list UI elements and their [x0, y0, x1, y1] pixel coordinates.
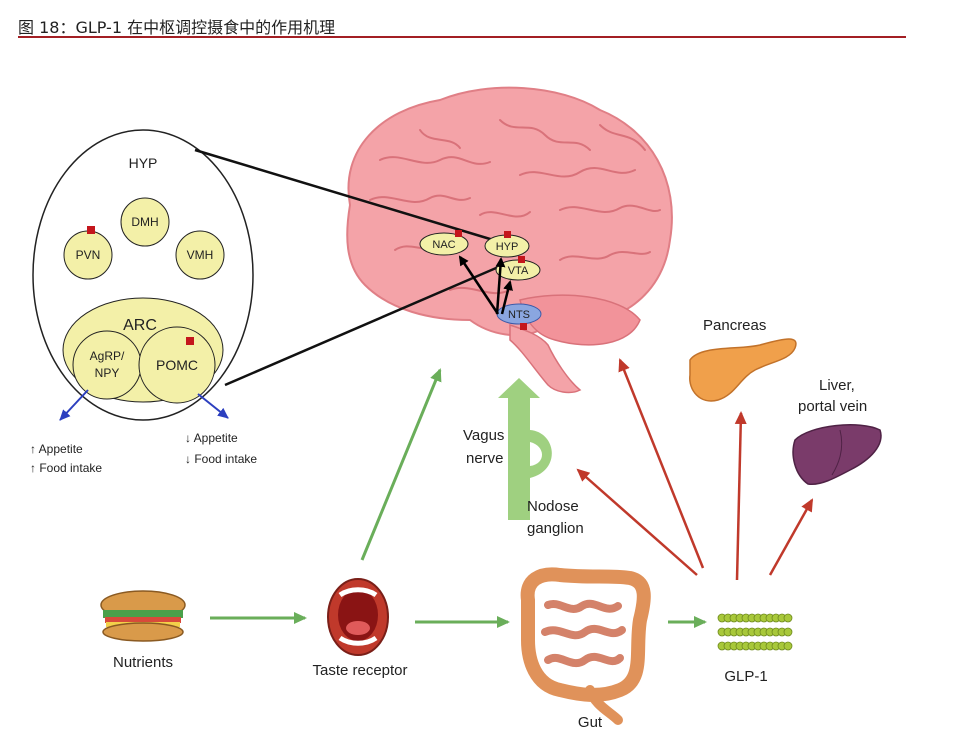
glp1-to-brain-arrow — [618, 358, 705, 569]
glp1-to-liver-arrow — [768, 498, 814, 576]
figure-header: 图 18：GLP-1 在中枢调控摄食中的作用机理 — [18, 14, 906, 38]
nts-region: NTS — [496, 303, 542, 330]
glp1-peptide-illustration — [717, 613, 793, 651]
vta-receptor-marker — [518, 256, 525, 263]
vmh-nucleus: VMH — [175, 230, 225, 280]
gut-label: Gut — [577, 714, 603, 731]
nts-receptor-marker — [520, 323, 527, 330]
hyp-region: HYP — [484, 231, 530, 258]
pomc-label: POMC — [156, 357, 198, 373]
glp1-to-nodose-arrow — [576, 468, 698, 576]
nac-label: NAC — [432, 239, 455, 251]
gut-illustration — [520, 567, 651, 725]
mouth-illustration — [327, 578, 389, 656]
nts-label: NTS — [508, 309, 530, 321]
nts-to-nac-arrow — [458, 255, 500, 315]
brain-illustration — [346, 86, 673, 394]
vta-label: VTA — [508, 265, 529, 277]
pomc-outcome-food: ↓ Food intake — [185, 452, 258, 466]
liver-label-line2: portal vein — [798, 398, 868, 415]
taste-to-brain-arrow — [360, 368, 442, 561]
glp1-to-pancreas-arrow — [734, 411, 747, 581]
brain-regions: NAC HYP VTA NTS — [419, 230, 542, 330]
sandwich-illustration — [100, 590, 186, 642]
pancreas-illustration — [689, 338, 797, 402]
vmh-label: VMH — [187, 248, 214, 262]
pomc-receptor-marker — [186, 337, 194, 345]
agrp-outcome-appetite: ↑ Appetite — [30, 442, 83, 456]
pomc-outcome-appetite: ↓ Appetite — [185, 431, 238, 445]
hypothalamus-inset: HYP DMH PVN VMH ARC AgRP/ NPY POMC — [32, 129, 254, 421]
hyp-inset-title: HYP — [129, 155, 158, 171]
figure-title: 图 18：GLP-1 在中枢调控摄食中的作用机理 — [18, 18, 336, 37]
dmh-nucleus: DMH — [120, 197, 170, 247]
pomc-outcome-arrow — [197, 393, 229, 419]
vagus-nerve-arrow — [498, 378, 552, 520]
pvn-receptor-marker — [87, 226, 95, 234]
agrp-outcome-food: ↑ Food intake — [30, 461, 103, 475]
arc-nucleus: ARC AgRP/ NPY POMC — [62, 297, 224, 404]
hyp-region-label: HYP — [496, 241, 519, 253]
nodose-label-line1: Nodose — [527, 498, 579, 515]
hyp-receptor-marker — [504, 231, 511, 238]
nac-receptor-marker — [455, 230, 462, 237]
agrp-npy-neuron: AgRP/ NPY — [72, 330, 142, 400]
vagus-label-line2: nerve — [466, 450, 504, 467]
arc-label: ARC — [123, 317, 157, 334]
pomc-neuron: POMC — [138, 326, 216, 404]
pancreas-label: Pancreas — [703, 317, 767, 334]
inset-zoom-lines — [194, 148, 511, 387]
agrp-outcome-arrow — [59, 389, 89, 421]
vta-region: VTA — [495, 256, 541, 281]
nutrients-label: Nutrients — [112, 654, 174, 671]
glp1-label: GLP-1 — [724, 668, 768, 685]
agrp-label-line2: NPY — [95, 366, 120, 380]
vagus-label-line1: Vagus — [463, 427, 505, 444]
dmh-label: DMH — [131, 215, 158, 229]
nts-to-hyp-arrow — [495, 257, 506, 315]
pvn-nucleus: PVN — [63, 226, 113, 280]
agrp-label-line1: AgRP/ — [90, 349, 125, 363]
liver-label-line1: Liver, — [819, 377, 855, 394]
nodose-label-line2: ganglion — [527, 520, 584, 537]
nts-to-vta-arrow — [500, 280, 513, 315]
taste-receptor-label: Taste receptor — [312, 662, 408, 679]
liver-illustration — [792, 424, 882, 486]
nac-region: NAC — [419, 230, 469, 256]
pvn-label: PVN — [76, 248, 101, 262]
